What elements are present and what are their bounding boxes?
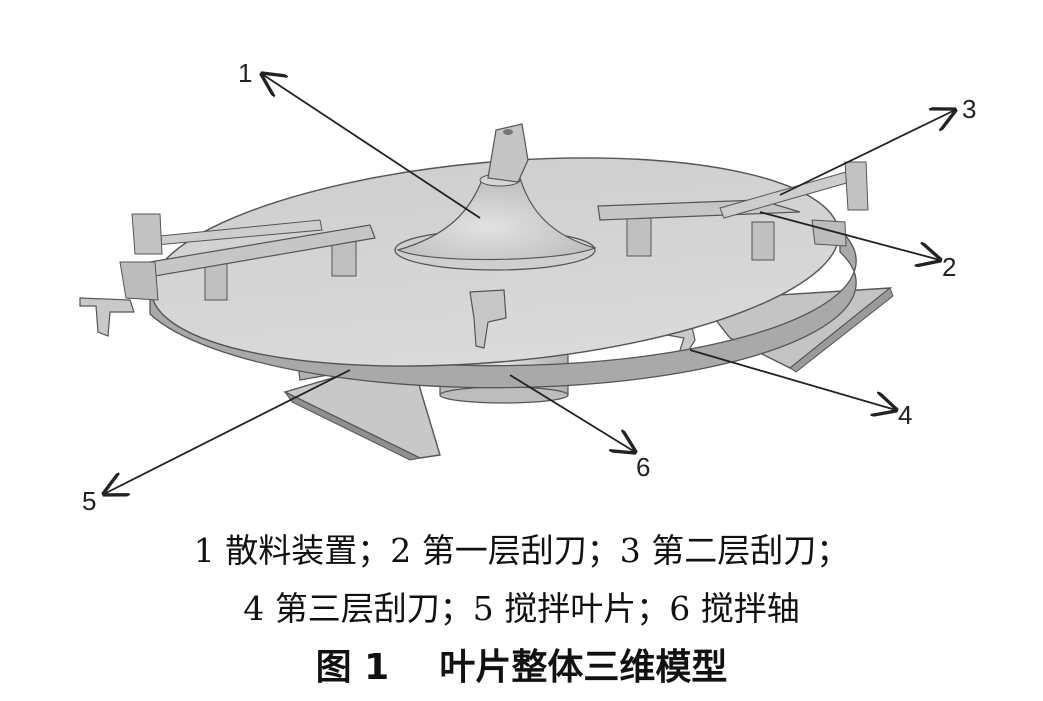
callout-label-5: 5 [82, 486, 96, 516]
callout-arrow-5 [104, 369, 351, 494]
callout-arrow-6 [509, 374, 635, 452]
first-layer-scraper [119, 199, 847, 301]
callout-label-2: 2 [942, 252, 956, 282]
callout-arrow-1 [262, 74, 481, 219]
callout-arrow-3 [779, 110, 955, 196]
callout-label-4: 4 [898, 400, 912, 430]
callout-label-1: 1 [238, 58, 252, 88]
legend-line-1: 1 散料装置；2 第一层刮刀；3 第二层刮刀； [193, 531, 850, 570]
callout-arrow-2 [759, 211, 940, 260]
legend-line-2: 4 第三层刮刀；5 搅拌叶片；6 搅拌轴 [243, 589, 800, 628]
callout-label-3: 3 [962, 94, 976, 124]
callout-arrows [104, 74, 955, 494]
callout-arrow-4 [689, 349, 896, 410]
figure-title: 图 1 叶片整体三维模型 [315, 647, 728, 688]
impeller-3d-model-diagram: 1 2 3 4 5 6 [79, 58, 976, 516]
support-posts [204, 217, 775, 301]
front-bracket [469, 289, 507, 349]
callout-label-6: 6 [636, 452, 650, 482]
second-layer-scraper [131, 161, 869, 255]
material-spreading-device [394, 123, 597, 271]
